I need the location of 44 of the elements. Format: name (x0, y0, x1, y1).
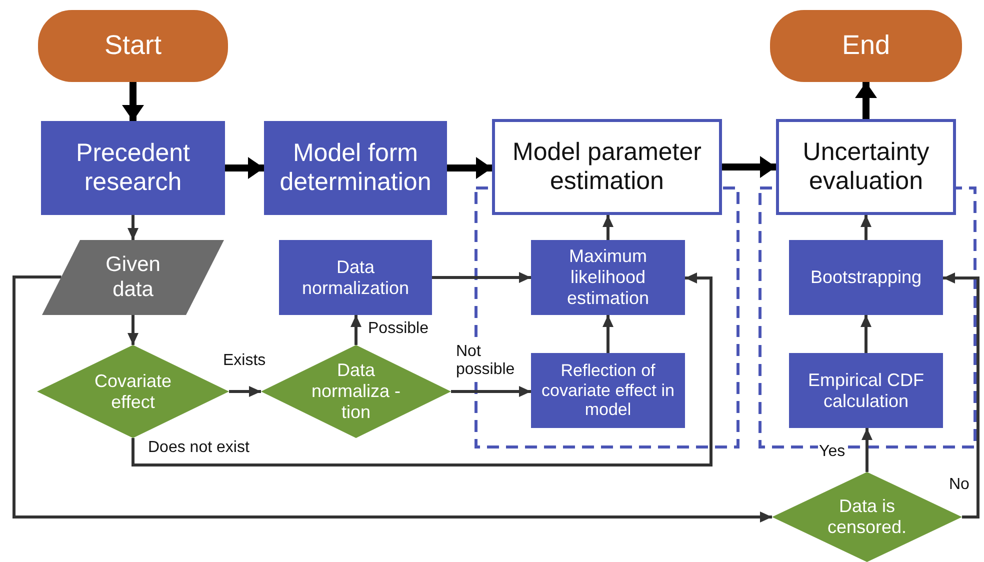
node-text: Precedent research (75, 139, 191, 197)
arrow (229, 386, 261, 397)
process-box (789, 240, 943, 315)
node-text: Maximum likelihood estimation (566, 246, 650, 309)
process-box (279, 240, 432, 315)
node-text: Model form determination (278, 139, 432, 197)
node-text: Covariate effect (93, 370, 173, 412)
node-text: Start (104, 30, 162, 62)
process-box (531, 240, 685, 315)
arrow (602, 315, 614, 353)
arrow (432, 272, 531, 283)
arrow (855, 82, 877, 119)
process-box (776, 119, 956, 215)
process-box (789, 353, 943, 428)
arrow (862, 428, 872, 472)
arrow (225, 157, 264, 179)
node-text: Data normalization (300, 256, 410, 298)
arrow (451, 386, 531, 397)
node-text: Given data (104, 253, 162, 302)
node-text: Model parameter estimation (512, 138, 702, 196)
node-text: Uncertainty evaluation (802, 138, 930, 196)
process-box (492, 119, 722, 215)
node-text: Bootstrapping (810, 267, 922, 288)
data-parallelogram (42, 240, 224, 315)
node-text: Reflection of covariate effect in model (540, 361, 676, 420)
arrow (860, 315, 872, 353)
arrow (447, 157, 492, 179)
arrow (128, 215, 138, 240)
arrow (122, 82, 144, 121)
arrow (350, 315, 362, 345)
process-box (264, 121, 447, 215)
arrow (722, 156, 776, 178)
node-text: End (842, 30, 890, 62)
arrow (132, 272, 712, 466)
arrow (12, 276, 772, 522)
arrow (128, 315, 138, 345)
node-text: Empirical CDF calculation (806, 370, 925, 412)
node-text: Data normaliza -tion (310, 360, 402, 423)
arrow (602, 215, 614, 240)
arrow (860, 215, 872, 240)
node-text: Data is censored. (826, 496, 908, 538)
process-box (41, 121, 225, 215)
arrow (943, 272, 980, 518)
process-box (531, 353, 685, 428)
